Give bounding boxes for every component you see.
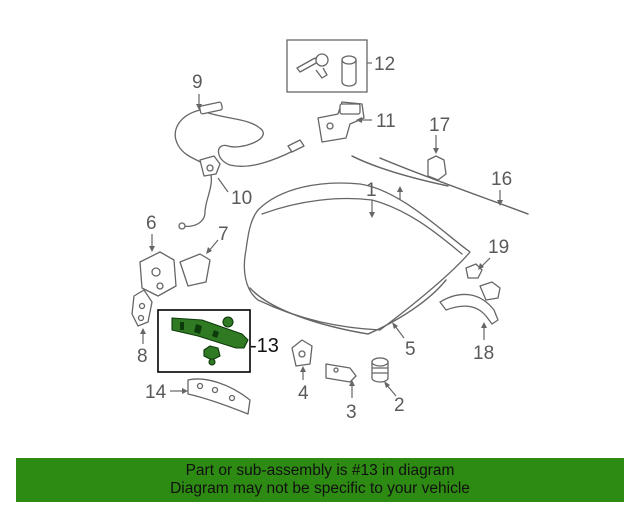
part-8-bracket	[131, 289, 153, 344]
part-12-key-cylinder	[286, 39, 372, 93]
callout-14: 14	[145, 382, 167, 403]
callout-9: 9	[192, 72, 203, 93]
callout-5: 5	[405, 339, 416, 360]
callout-19: 19	[488, 237, 509, 258]
banner-line-2: Diagram may not be specific to your vehi…	[170, 480, 470, 497]
part-16-torsion-bar	[379, 157, 529, 215]
callout-18: 18	[473, 343, 494, 364]
callout-6: 6	[146, 213, 157, 234]
callout-8: 8	[137, 346, 148, 367]
callout-13: -13	[250, 335, 279, 357]
part-18-hinge	[439, 281, 501, 340]
callout-4: 4	[298, 383, 309, 404]
callout-3: 3	[346, 402, 357, 423]
callout-11: 11	[376, 111, 396, 132]
part-14-garnish	[170, 378, 251, 415]
part-10-cable-bracket	[199, 155, 229, 193]
banner-line-1: Part or sub-assembly is #13 in diagram	[185, 462, 455, 479]
callout-2: 2	[394, 395, 405, 416]
callout-16: 16	[491, 169, 512, 190]
callout-7: 7	[218, 224, 229, 245]
parts-diagram: 12 9 10 11 17 1 5	[131, 39, 529, 423]
callout-17: 17	[429, 115, 450, 136]
callout-10: 10	[231, 188, 252, 209]
part-1-trunk-lid	[243, 182, 471, 331]
part-17-bracket	[427, 135, 447, 181]
part-19-bumper	[465, 257, 491, 279]
info-banner: Part or sub-assembly is #13 in diagram D…	[16, 458, 624, 502]
part-5-weatherstrip	[249, 279, 447, 339]
part-4-clip	[291, 339, 313, 380]
part-3-striker	[325, 363, 357, 398]
callout-12: 12	[374, 54, 395, 75]
part-9-release-cable	[174, 94, 305, 230]
part-2-bumper-stop	[371, 357, 397, 397]
part-13-highlight-box	[157, 309, 251, 373]
callout-1: 1	[366, 180, 377, 201]
part-7-cover	[179, 239, 219, 287]
part-6-latch	[139, 234, 177, 297]
part-11-latch	[317, 101, 372, 143]
